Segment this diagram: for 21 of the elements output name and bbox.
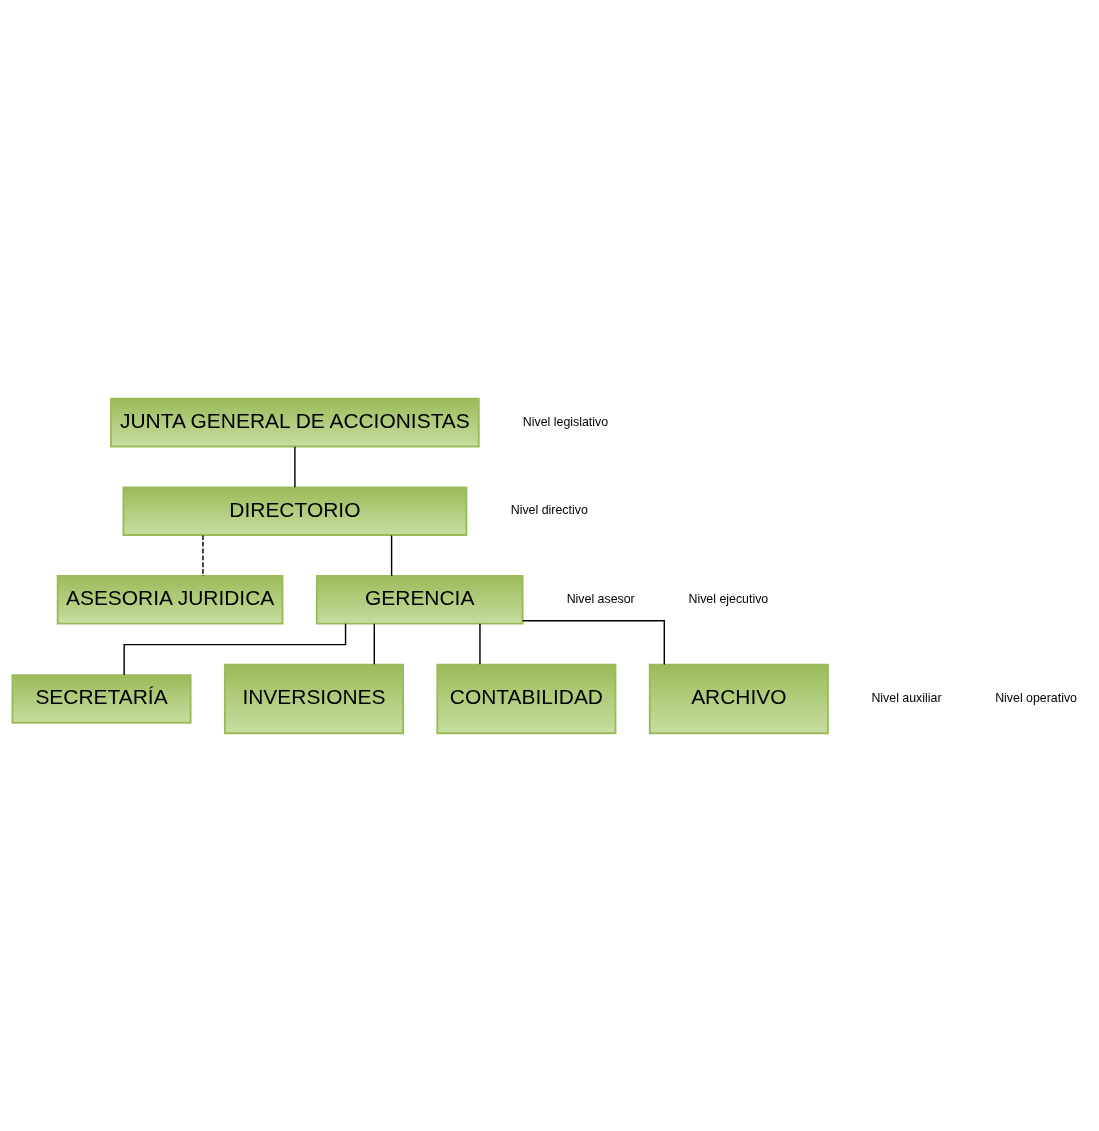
node-box: JUNTA GENERAL DE ACCIONISTAS bbox=[110, 397, 480, 447]
node-box: ARCHIVO bbox=[648, 663, 829, 734]
connector bbox=[479, 622, 481, 665]
node-box: INVERSIONES bbox=[223, 663, 404, 734]
label: Nivel directivo bbox=[510, 502, 588, 517]
connector bbox=[522, 619, 665, 665]
label: Nivel asesor bbox=[566, 591, 635, 606]
node-box: ASESORIA JURIDICA bbox=[56, 574, 284, 625]
node-box: DIRECTORIO bbox=[122, 485, 468, 536]
label: Nivel auxiliar bbox=[871, 690, 942, 705]
label: Nivel operativo bbox=[995, 690, 1077, 705]
connector bbox=[294, 445, 296, 488]
connector bbox=[390, 534, 393, 577]
node-box: CONTABILIDAD bbox=[436, 663, 617, 734]
connector bbox=[202, 534, 204, 577]
node-box: GERENCIA bbox=[315, 574, 524, 625]
label: Nivel ejecutivo bbox=[688, 591, 769, 606]
label: Nivel legislativo bbox=[522, 414, 609, 429]
connector bbox=[373, 622, 375, 665]
node-box: SECRETARÍA bbox=[11, 673, 192, 724]
connector bbox=[123, 622, 347, 676]
